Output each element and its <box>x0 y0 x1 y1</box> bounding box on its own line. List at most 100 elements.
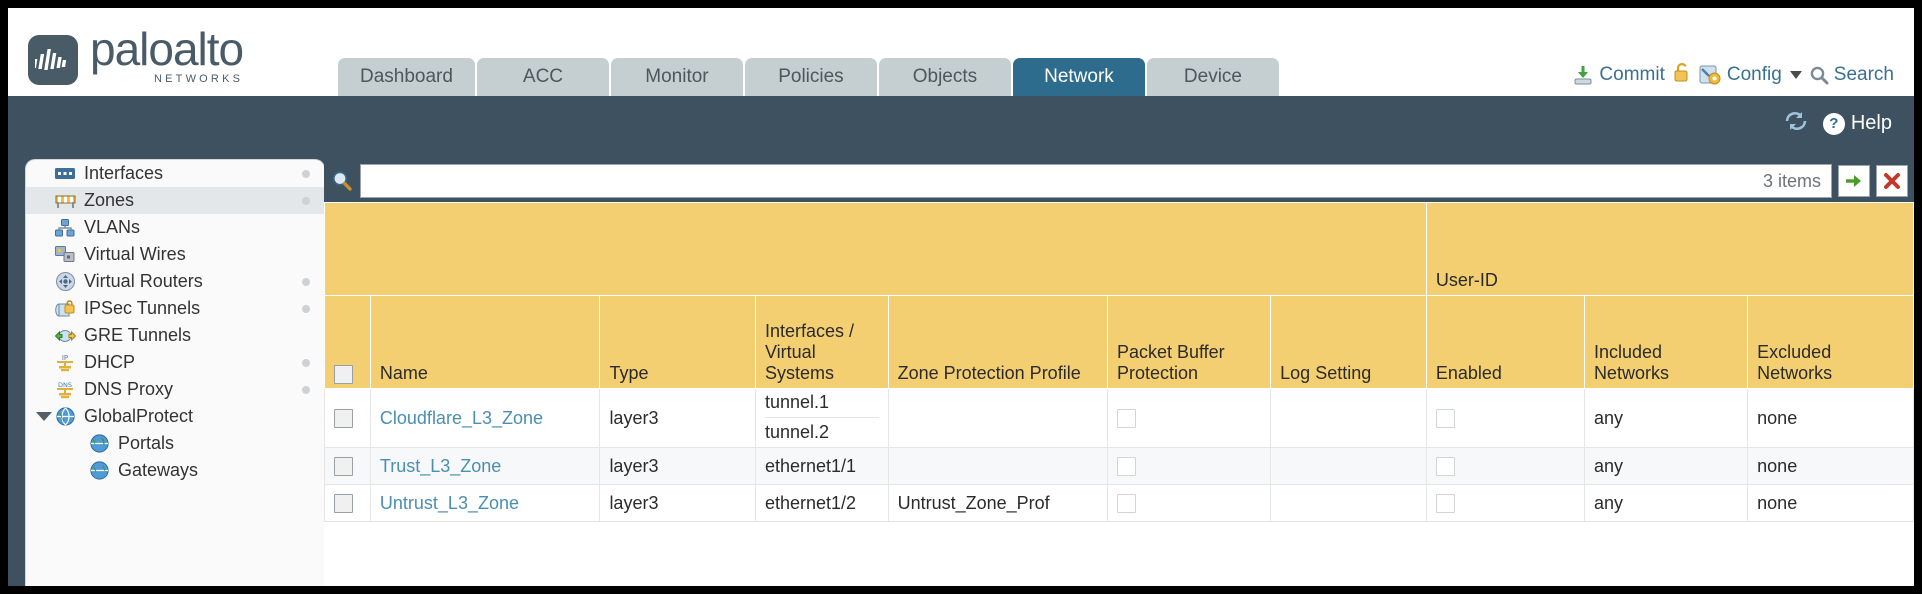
row-checkbox[interactable] <box>334 494 353 514</box>
col-included-networks[interactable]: Included Networks <box>1583 295 1749 389</box>
help-button[interactable]: ? Help <box>1822 112 1892 135</box>
sidebar-label: DHCP <box>84 352 136 372</box>
packet-buffer-checkbox[interactable] <box>1116 457 1136 477</box>
sidebar-label: Virtual Wires <box>84 244 186 264</box>
col-log-setting[interactable]: Log Setting <box>1270 295 1427 389</box>
sidebar-item-virtual-wires[interactable]: Virtual Wires <box>26 241 324 268</box>
cell-log-setting <box>1270 447 1427 485</box>
enabled-checkbox[interactable] <box>1435 457 1455 477</box>
row-checkbox[interactable] <box>334 457 353 477</box>
tab-monitor[interactable]: Monitor <box>610 58 743 96</box>
row-select-cell <box>324 447 371 485</box>
status-dot <box>302 359 310 367</box>
dhcp-icon: IP <box>54 353 76 373</box>
sidebar-item-interfaces[interactable]: Interfaces <box>26 160 324 187</box>
status-dot <box>302 305 310 313</box>
commit-button[interactable]: Commit <box>1572 63 1665 86</box>
help-icon: ? <box>1822 112 1845 135</box>
sidebar-label: VLANs <box>84 217 141 237</box>
search-input[interactable]: 3 items <box>360 164 1832 198</box>
zone-link[interactable]: Cloudflare_L3_Zone <box>379 407 544 428</box>
sidebar-item-ipsec-tunnels[interactable]: IPSec Tunnels <box>26 295 324 322</box>
zones-icon <box>54 191 76 211</box>
clear-filter-button[interactable] <box>1876 165 1908 197</box>
cell-enabled <box>1425 484 1585 522</box>
sidebar-label: DNS Proxy <box>84 379 174 399</box>
col-interfaces[interactable]: Interfaces / Virtual Systems <box>755 295 889 389</box>
cell-type: layer3 <box>599 388 756 448</box>
config-menu[interactable]: Config <box>1699 64 1802 86</box>
vlans-icon <box>54 218 76 238</box>
help-label: Help <box>1850 112 1892 134</box>
status-dot <box>302 170 310 178</box>
cell-excluded-networks: none <box>1747 484 1914 522</box>
logo-mark-icon <box>28 35 78 85</box>
table-search-icon[interactable] <box>324 169 360 193</box>
tab-policies[interactable]: Policies <box>744 58 877 96</box>
cell-excluded-networks: none <box>1747 388 1914 448</box>
sidebar-item-gateways[interactable]: Gateways <box>26 457 324 484</box>
cell-enabled <box>1425 447 1585 485</box>
sidebar-label: Portals <box>118 433 175 453</box>
sidebar-item-dns-proxy[interactable]: DNS DNS Proxy <box>26 376 324 403</box>
cell-included-networks: any <box>1583 484 1749 522</box>
packet-buffer-checkbox[interactable] <box>1116 409 1136 429</box>
globalprotect-icon <box>54 407 76 427</box>
interfaces-icon <box>54 164 76 184</box>
cell-zone-protection-profile <box>887 388 1108 448</box>
cell-interfaces: ethernet1/2 <box>755 484 889 522</box>
cell-zone-protection-profile <box>887 447 1108 485</box>
col-enabled[interactable]: Enabled <box>1425 295 1585 389</box>
apply-filter-button[interactable] <box>1838 165 1870 197</box>
padlock-icon[interactable] <box>1672 61 1692 88</box>
sidebar-item-globalprotect[interactable]: GlobalProtect <box>26 403 324 430</box>
col-name[interactable]: Name <box>369 295 601 389</box>
brand-logo: paloalto NETWORKS <box>28 26 244 85</box>
commit-label: Commit <box>1599 63 1665 85</box>
tab-acc[interactable]: ACC <box>476 58 609 96</box>
enabled-checkbox[interactable] <box>1435 409 1455 429</box>
zone-link[interactable]: Trust_L3_Zone <box>379 455 502 476</box>
table-row[interactable]: Trust_L3_Zone layer3 ethernet1/1 any non… <box>324 447 1914 485</box>
cell-log-setting <box>1270 388 1427 448</box>
cell-interfaces: tunnel.1 tunnel.2 <box>755 388 889 448</box>
virtual-routers-icon <box>54 272 76 292</box>
tab-device[interactable]: Device <box>1146 58 1279 96</box>
chevron-down-icon[interactable] <box>36 412 52 421</box>
cell-type: layer3 <box>599 484 756 522</box>
sidebar-item-vlans[interactable]: VLANs <box>26 214 324 241</box>
cell-name: Cloudflare_L3_Zone <box>369 388 601 448</box>
sidebar-item-gre-tunnels[interactable]: GRE Tunnels <box>26 322 324 349</box>
sidebar-item-virtual-routers[interactable]: Virtual Routers <box>26 268 324 295</box>
search-button[interactable]: Search <box>1809 64 1894 86</box>
refresh-icon[interactable] <box>1783 110 1809 137</box>
tab-network[interactable]: Network <box>1012 58 1145 96</box>
zone-link[interactable]: Untrust_L3_Zone <box>379 492 519 513</box>
row-select-cell <box>324 484 371 522</box>
items-count: 3 items <box>1762 170 1821 191</box>
main-nav-tabs: Dashboard ACC Monitor Policies Objects N… <box>338 58 1281 96</box>
gre-tunnels-icon <box>54 326 76 346</box>
select-all-header <box>324 295 371 389</box>
table-row[interactable]: Cloudflare_L3_Zone layer3 tunnel.1 tunne… <box>324 388 1914 448</box>
table-row[interactable]: Untrust_L3_Zone layer3 ethernet1/2 Untru… <box>324 484 1914 522</box>
config-label: Config <box>1726 63 1782 85</box>
network-sidebar: Interfaces Zones VLANs Vir <box>26 160 324 586</box>
sidebar-item-zones[interactable]: Zones <box>26 187 324 214</box>
sidebar-item-dhcp[interactable]: IP DHCP <box>26 349 324 376</box>
zones-table: User-ID Name Type Interfaces / Virtual S… <box>324 202 1914 522</box>
packet-buffer-checkbox[interactable] <box>1116 494 1136 514</box>
select-all-checkbox[interactable] <box>334 364 353 384</box>
sidebar-label: GlobalProtect <box>84 406 194 426</box>
status-dot <box>302 197 310 205</box>
row-checkbox[interactable] <box>334 409 353 429</box>
col-excluded-networks[interactable]: Excluded Networks <box>1747 295 1914 389</box>
col-type[interactable]: Type <box>599 295 756 389</box>
col-packet-buffer-protection[interactable]: Packet Buffer Protection <box>1106 295 1272 389</box>
enabled-checkbox[interactable] <box>1435 494 1455 514</box>
tab-objects[interactable]: Objects <box>878 58 1011 96</box>
tab-dashboard[interactable]: Dashboard <box>338 58 475 96</box>
sidebar-item-portals[interactable]: Portals <box>26 430 324 457</box>
col-zone-protection-profile[interactable]: Zone Protection Profile <box>887 295 1108 389</box>
cell-included-networks: any <box>1583 388 1749 448</box>
